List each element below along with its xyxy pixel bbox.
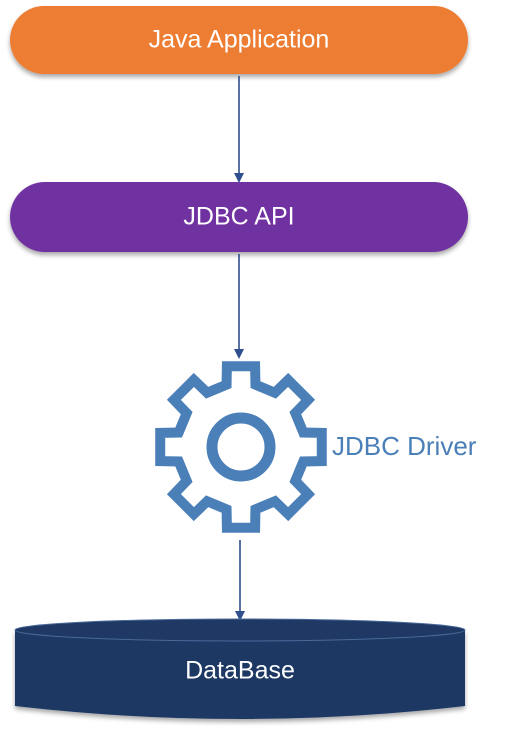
java-application-label: Java Application [149,26,330,54]
jdbc-api-node: JDBC API [10,182,468,252]
jdbc-driver-node: JDBC Driver [155,361,477,533]
database-label: DataBase [185,657,295,685]
gear-icon [155,361,327,533]
jdbc-api-label: JDBC API [183,203,294,231]
database-node: DataBase [14,618,466,719]
jdbc-api-box [10,182,468,252]
gear-hub-icon [206,412,276,482]
database-cylinder-top [14,618,466,642]
java-application-box [10,6,468,74]
java-application-node: Java Application [10,6,468,74]
database-cylinder-body [15,630,465,719]
jdbc-driver-label: JDBC Driver [332,431,477,461]
